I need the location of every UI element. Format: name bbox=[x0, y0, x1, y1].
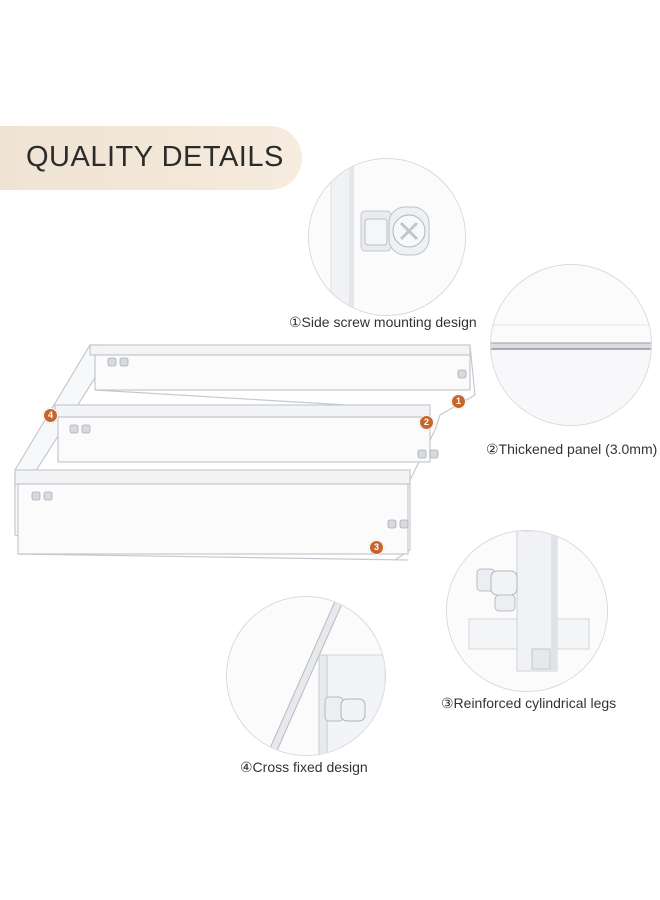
badge-4: 4 bbox=[43, 408, 58, 423]
cross-fixed-closeup-image bbox=[227, 597, 385, 755]
acrylic-display-stand-image bbox=[10, 320, 480, 580]
thickened-panel-closeup-image bbox=[491, 265, 651, 425]
caption-thickened-panel: ②Thickened panel (3.0mm) bbox=[486, 441, 658, 457]
detail-circle-thickened-panel bbox=[490, 264, 652, 426]
side-screw-closeup-image bbox=[309, 159, 465, 315]
detail-circle-reinforced-legs bbox=[446, 530, 608, 692]
caption-reinforced-legs: ③Reinforced cylindrical legs bbox=[441, 695, 617, 711]
banner-title: QUALITY DETAILS bbox=[26, 141, 284, 173]
caption-cross-fixed: ④Cross fixed design bbox=[240, 759, 368, 775]
reinforced-legs-closeup-image bbox=[447, 531, 607, 691]
quality-details-banner: QUALITY DETAILS bbox=[0, 126, 302, 190]
caption-side-screw: ①Side screw mounting design bbox=[289, 314, 477, 330]
detail-circle-cross-fixed bbox=[226, 596, 386, 756]
badge-1: 1 bbox=[451, 394, 466, 409]
detail-circle-side-screw bbox=[308, 158, 466, 316]
badge-2: 2 bbox=[419, 415, 434, 430]
acrylic-stand-illustration bbox=[14, 344, 476, 561]
badge-3: 3 bbox=[369, 540, 384, 555]
